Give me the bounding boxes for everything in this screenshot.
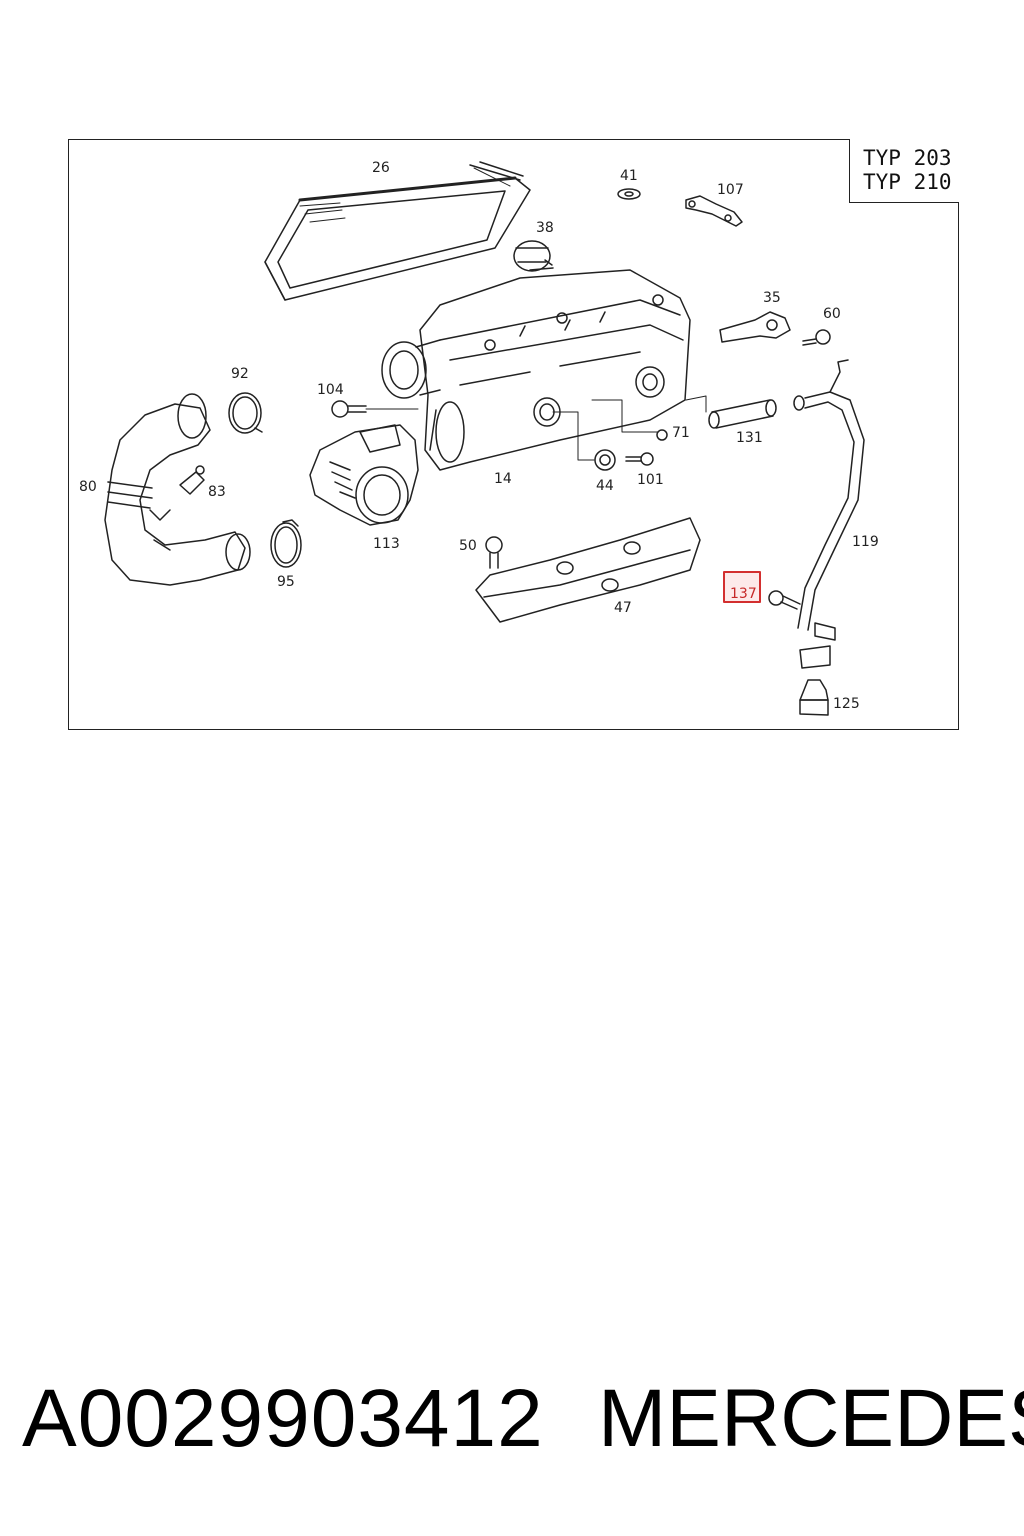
part-label-80: 80 — [79, 479, 97, 495]
part-label-44: 44 — [596, 478, 614, 494]
part-label-83: 83 — [208, 484, 226, 500]
vehicle-type-box: TYP 203 TYP 210 — [849, 139, 959, 203]
part-label-14: 14 — [494, 471, 512, 487]
hose-131-drawing — [708, 399, 777, 429]
part-label-95: 95 — [277, 574, 295, 590]
part-label-26: 26 — [372, 160, 390, 176]
part-label-71: 71 — [672, 425, 690, 441]
bolt-50-drawing — [485, 536, 503, 569]
bracket-107-drawing — [685, 195, 743, 227]
highlight-box-137 — [723, 571, 761, 603]
screw-101-drawing — [625, 452, 654, 466]
part-label-92: 92 — [231, 366, 249, 382]
part-number: A0029903412 — [22, 1373, 544, 1464]
part-label-101: 101 — [637, 472, 664, 488]
connector-83-drawing — [179, 465, 205, 495]
part-label-50: 50 — [459, 538, 477, 554]
part-label-60: 60 — [823, 306, 841, 322]
heat-shield-drawing — [475, 517, 701, 623]
filler-cap-drawing — [513, 240, 553, 272]
leader-lines — [365, 395, 707, 461]
brand-name: MERCEDES — [598, 1373, 1024, 1464]
clamp-92-drawing — [228, 392, 263, 434]
type-line-2: TYP 210 — [863, 170, 952, 194]
type-line-1: TYP 203 — [863, 146, 952, 170]
part-label-35: 35 — [763, 290, 781, 306]
clamp-95-drawing — [270, 519, 302, 568]
part-label-113: 113 — [373, 536, 400, 552]
bolt-104-drawing — [331, 400, 367, 418]
part-label-107: 107 — [717, 182, 744, 198]
grommet-44-drawing — [594, 449, 616, 471]
part-label-119: 119 — [852, 534, 879, 550]
screw-60-drawing — [802, 329, 831, 346]
part-label-47: 47 — [614, 600, 632, 616]
parts-diagram-frame — [68, 139, 959, 730]
breather-pipe-drawing — [793, 359, 865, 641]
washer-drawing — [617, 188, 641, 200]
nut-71-drawing — [656, 429, 668, 441]
part-label-125: 125 — [833, 696, 860, 712]
part-label-41: 41 — [620, 168, 638, 184]
air-filter-element-drawing — [264, 161, 531, 301]
part-label-137[interactable]: 137 — [730, 586, 757, 602]
air-filter-housing-drawing — [381, 267, 691, 471]
part-label-104: 104 — [317, 382, 344, 398]
corrugated-hose-drawing — [309, 424, 419, 526]
part-label-131: 131 — [736, 430, 763, 446]
sensor-drawing — [719, 311, 791, 343]
exploded-parts-diagram: 26 41 107 38 35 60 92 104 71 131 80 83 1… — [79, 160, 879, 716]
part-label-38: 38 — [536, 220, 554, 236]
bolt-137-drawing — [768, 590, 801, 610]
intake-duct-drawing — [104, 393, 251, 586]
bushing-drawing — [799, 645, 831, 716]
